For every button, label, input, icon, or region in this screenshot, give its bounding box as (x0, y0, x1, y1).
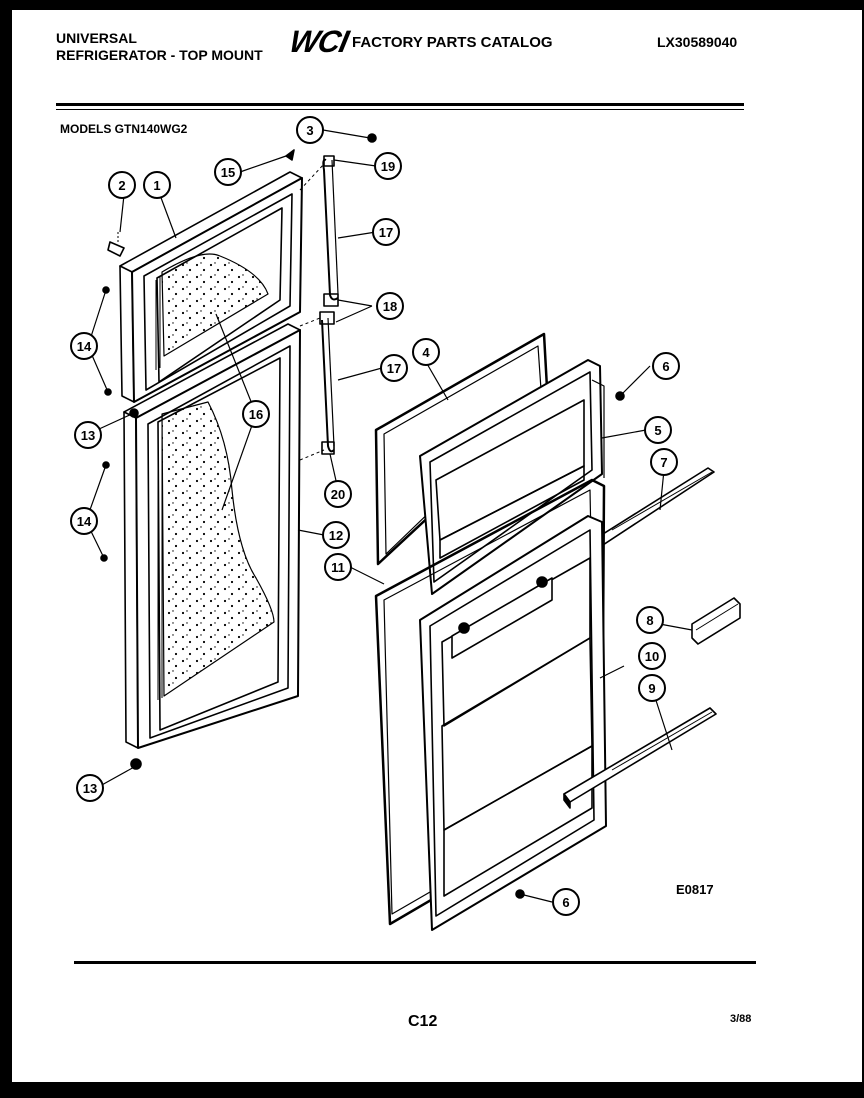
shelf-rail-8 (691, 597, 741, 645)
leader-lines (85, 129, 693, 903)
callout-1: 1 (143, 171, 171, 199)
document-number: LX30589040 (657, 34, 738, 50)
callout-label: 13 (83, 781, 97, 796)
header-rule-thin (56, 109, 744, 110)
callout-16: 16 (242, 400, 270, 428)
callout-label: 8 (646, 613, 653, 628)
callout-label: 13 (81, 428, 95, 443)
callout-18: 18 (376, 292, 404, 320)
callout-label: 20 (331, 487, 345, 502)
callout-17: 17 (380, 354, 408, 382)
callout-13: 13 (76, 774, 104, 802)
callout-2: 2 (108, 171, 136, 199)
shelf-rail-9 (563, 707, 717, 809)
callout-20: 20 (324, 480, 352, 508)
fresh-food-liner (419, 515, 607, 931)
callout-label: 3 (306, 123, 313, 138)
callout-19: 19 (374, 152, 402, 180)
callout-label: 12 (329, 528, 343, 543)
callout-label: 10 (645, 649, 659, 664)
callout-label: 15 (221, 165, 235, 180)
callout-15: 15 (214, 158, 242, 186)
revision-date: 3/88 (730, 1013, 752, 1025)
callout-label: 14 (77, 514, 92, 529)
callout-7: 7 (650, 448, 678, 476)
callout-14: 14 (70, 507, 98, 535)
callout-label: 19 (381, 159, 395, 174)
models-label: MODELS GTN140WG2 (60, 122, 188, 136)
callout-label: 16 (249, 407, 263, 422)
callout-label: 9 (648, 681, 655, 696)
callout-label: 18 (383, 299, 397, 314)
freezer-liner (419, 359, 605, 595)
callout-label: 17 (379, 225, 393, 240)
brand-line-1: UNIVERSAL (56, 30, 137, 46)
diagram-code: E0817 (676, 882, 714, 897)
door-handles (299, 155, 339, 461)
header-rule (56, 103, 744, 106)
callout-4: 4 (412, 338, 440, 366)
callout-10: 10 (638, 642, 666, 670)
callout-8: 8 (636, 606, 664, 634)
brand-block: UNIVERSAL REFRIGERATOR - TOP MOUNT (56, 30, 263, 64)
freezer-door (119, 171, 303, 403)
callout-17: 17 (372, 218, 400, 246)
callout-label: 5 (654, 423, 661, 438)
footer-rule (74, 961, 756, 964)
callout-label: 7 (660, 455, 667, 470)
catalog-title: FACTORY PARTS CATALOG (352, 34, 553, 51)
callout-label: 4 (422, 345, 430, 360)
callout-5: 5 (644, 416, 672, 444)
fresh-food-door (123, 323, 301, 749)
callout-label: 11 (331, 560, 345, 575)
callout-label: 1 (153, 178, 160, 193)
callout-12: 12 (322, 521, 350, 549)
callout-11: 11 (324, 553, 352, 581)
callout-14: 14 (70, 332, 98, 360)
parts-catalog-page: UNIVERSAL REFRIGERATOR - TOP MOUNT WCI F… (12, 10, 862, 1082)
callout-label: 6 (562, 895, 569, 910)
callout-6: 6 (652, 352, 680, 380)
brand-line-2: REFRIGERATOR - TOP MOUNT (56, 47, 263, 63)
callout-label: 2 (118, 178, 125, 193)
callout-label: 14 (77, 339, 92, 354)
callout-13: 13 (74, 421, 102, 449)
callout-3: 3 (296, 116, 324, 144)
callout-label: 6 (662, 359, 669, 374)
page-number: C12 (408, 1013, 438, 1030)
callout-6: 6 (552, 888, 580, 916)
callout-9: 9 (638, 674, 666, 702)
callout-label: 17 (387, 361, 401, 376)
